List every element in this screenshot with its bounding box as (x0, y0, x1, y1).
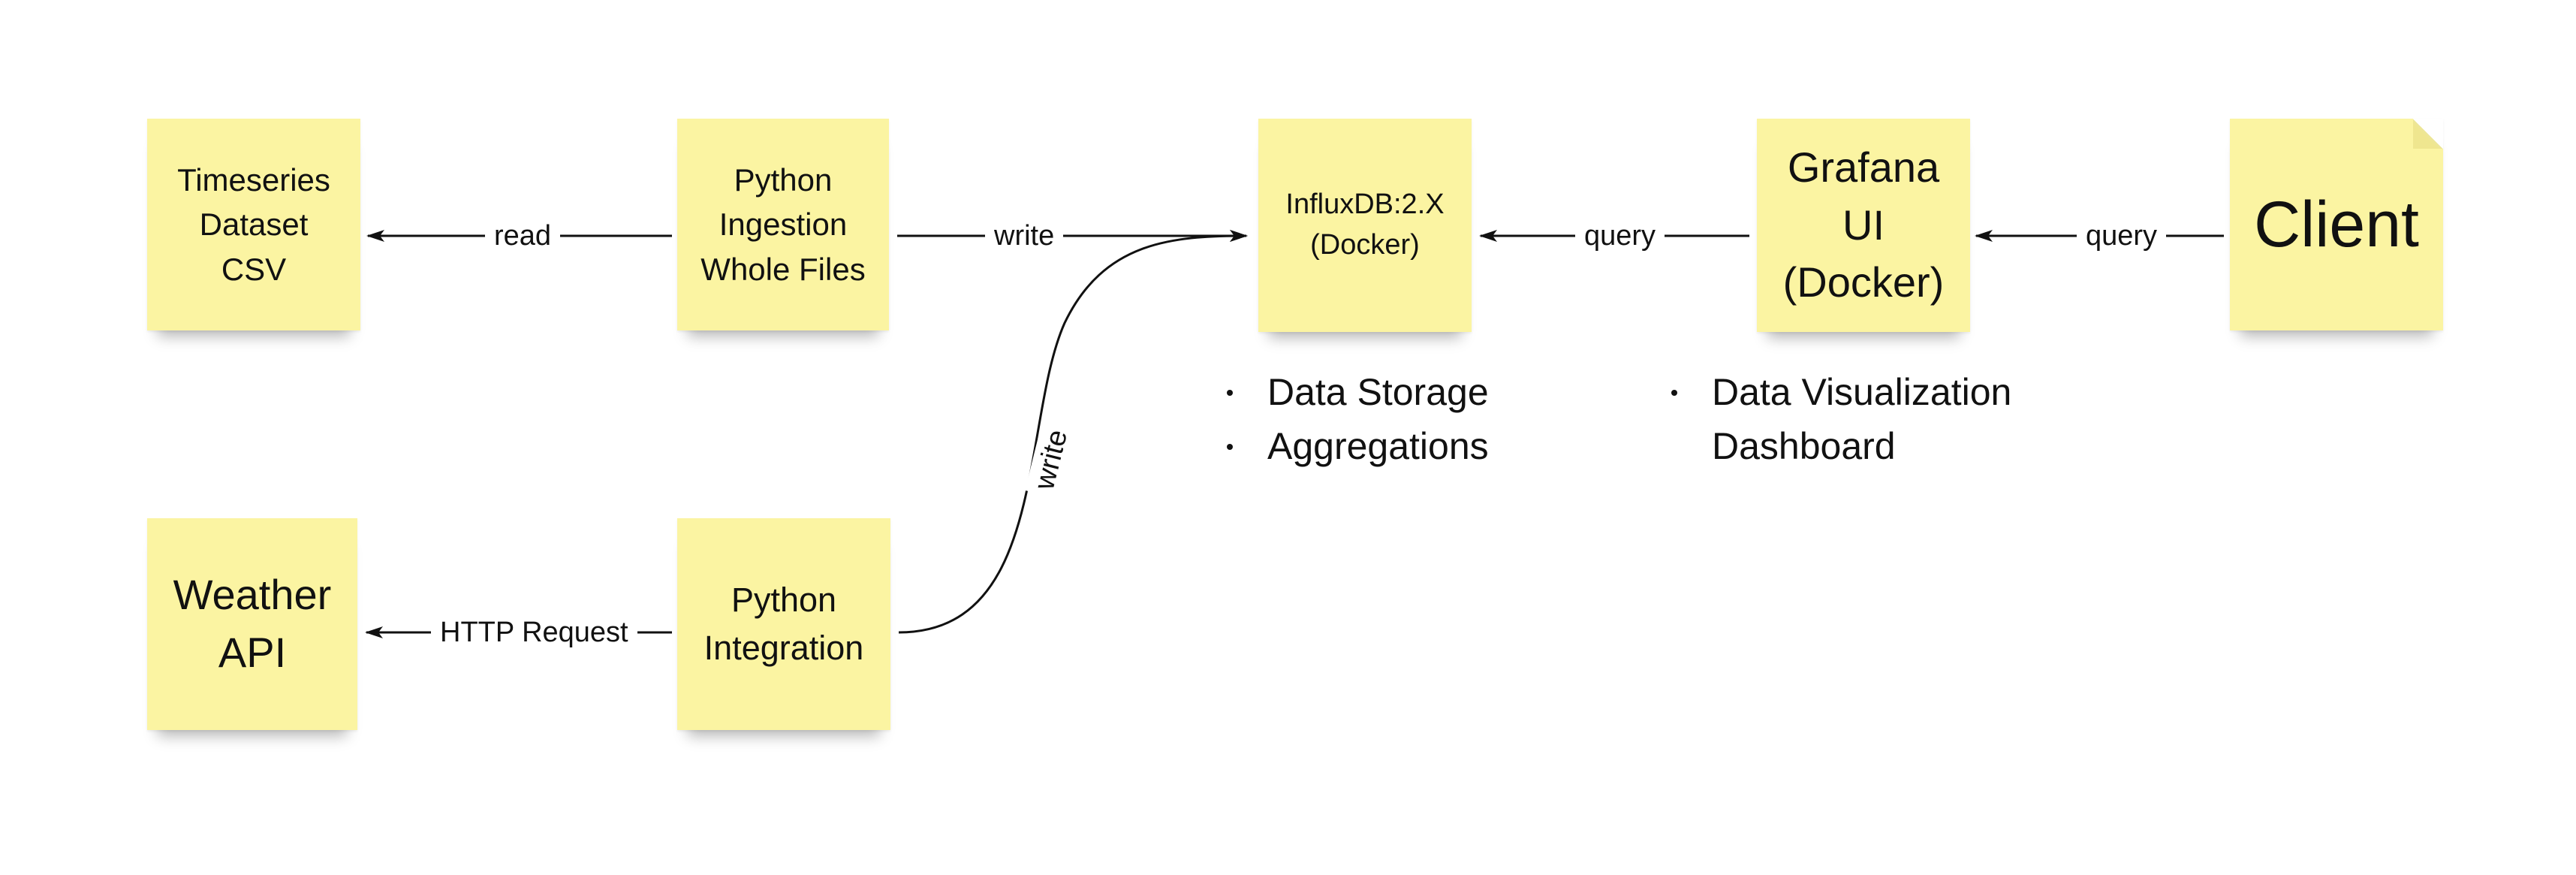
grafana-note: Grafana UI (Docker) (1757, 119, 1970, 332)
timeseries-dataset-note: Timeseries Dataset CSV (147, 119, 360, 330)
influxdb-note-item: Aggregations (1224, 419, 1489, 473)
timeseries-dataset-label: Timeseries Dataset CSV (177, 161, 330, 287)
weather-api-note: Weather API (147, 518, 357, 730)
grafana-label: Grafana UI (Docker) (1782, 143, 1945, 306)
grafana-note-item: Dashboard (1712, 425, 1896, 467)
client-label: Client (2254, 188, 2419, 261)
arrow-integration-to-influx (898, 230, 1248, 634)
edge-label-write-ingestion: write (985, 218, 1064, 254)
client-note: Client (2230, 119, 2443, 330)
edge-label-read: read (485, 218, 561, 254)
influxdb-note-item: Data Storage (1224, 365, 1489, 419)
edge-label-query-grafana: query (1575, 218, 1665, 254)
python-integration-note: Python Integration (677, 518, 890, 730)
grafana-note-item: Data Visualization (1668, 365, 2011, 419)
grafana-notes-list: Data Visualization Dashboard (1668, 365, 2011, 473)
influxdb-note: InfluxDB:2.X (Docker) (1258, 119, 1472, 332)
weather-api-label: Weather API (173, 571, 332, 676)
python-ingestion-note: Python Ingestion Whole Files (677, 119, 889, 330)
python-integration-label: Python Integration (704, 581, 864, 667)
influxdb-notes-list: Data Storage Aggregations (1224, 365, 1489, 473)
python-ingestion-label: Python Ingestion Whole Files (700, 161, 866, 287)
influxdb-label: InfluxDB:2.X (Docker) (1285, 189, 1445, 261)
edge-label-query-client: query (2077, 218, 2167, 254)
edge-label-http-request: HTTP Request (431, 614, 637, 650)
